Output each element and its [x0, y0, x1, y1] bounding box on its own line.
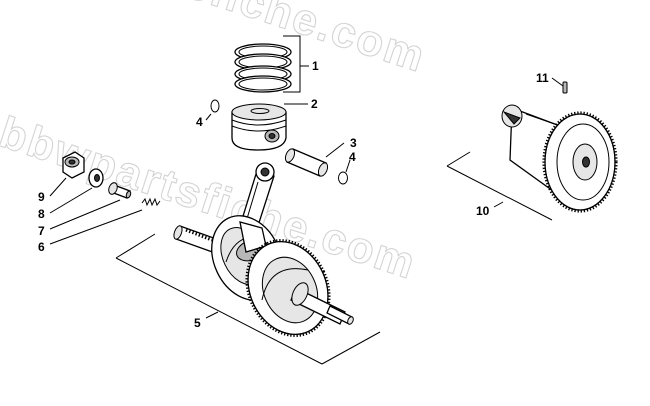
callout-2: 2	[311, 97, 318, 111]
callout-8: 8	[38, 207, 45, 221]
wrist-pin[interactable]	[284, 147, 330, 177]
spring[interactable]	[141, 197, 161, 207]
callout-4-left: 4	[196, 115, 203, 129]
callout-10: 10	[476, 204, 490, 218]
piston-ring-set[interactable]	[234, 43, 292, 93]
callout-11: 11	[536, 71, 549, 85]
piston[interactable]	[231, 103, 287, 151]
watermark-text-top: bbwpartsfiche.com	[3, 0, 432, 82]
watermark-text-bottom: bbwpartsfiche.com	[0, 108, 422, 289]
balance-shaft[interactable]	[501, 104, 618, 213]
callout-6: 6	[38, 240, 45, 254]
callout-3: 3	[350, 136, 357, 150]
bracket-part-1	[283, 35, 301, 93]
key-pin[interactable]	[562, 81, 568, 94]
bracket-part-10	[446, 151, 553, 221]
bushing[interactable]	[107, 181, 132, 199]
callout-5: 5	[194, 316, 201, 330]
washer[interactable]	[88, 168, 104, 188]
callout-9: 9	[38, 190, 45, 204]
nut[interactable]	[62, 151, 85, 179]
callout-7: 7	[38, 224, 45, 238]
circlip-right[interactable]	[338, 171, 348, 185]
callout-4-right: 4	[349, 150, 356, 164]
circlip-left[interactable]	[210, 99, 220, 113]
callout-1: 1	[312, 59, 319, 73]
crankshaft[interactable]	[172, 204, 354, 349]
bracket-part-5	[115, 233, 381, 365]
callout-labels: 1 2 3 4 4 5 6 7 8 9 10 11	[38, 59, 549, 330]
